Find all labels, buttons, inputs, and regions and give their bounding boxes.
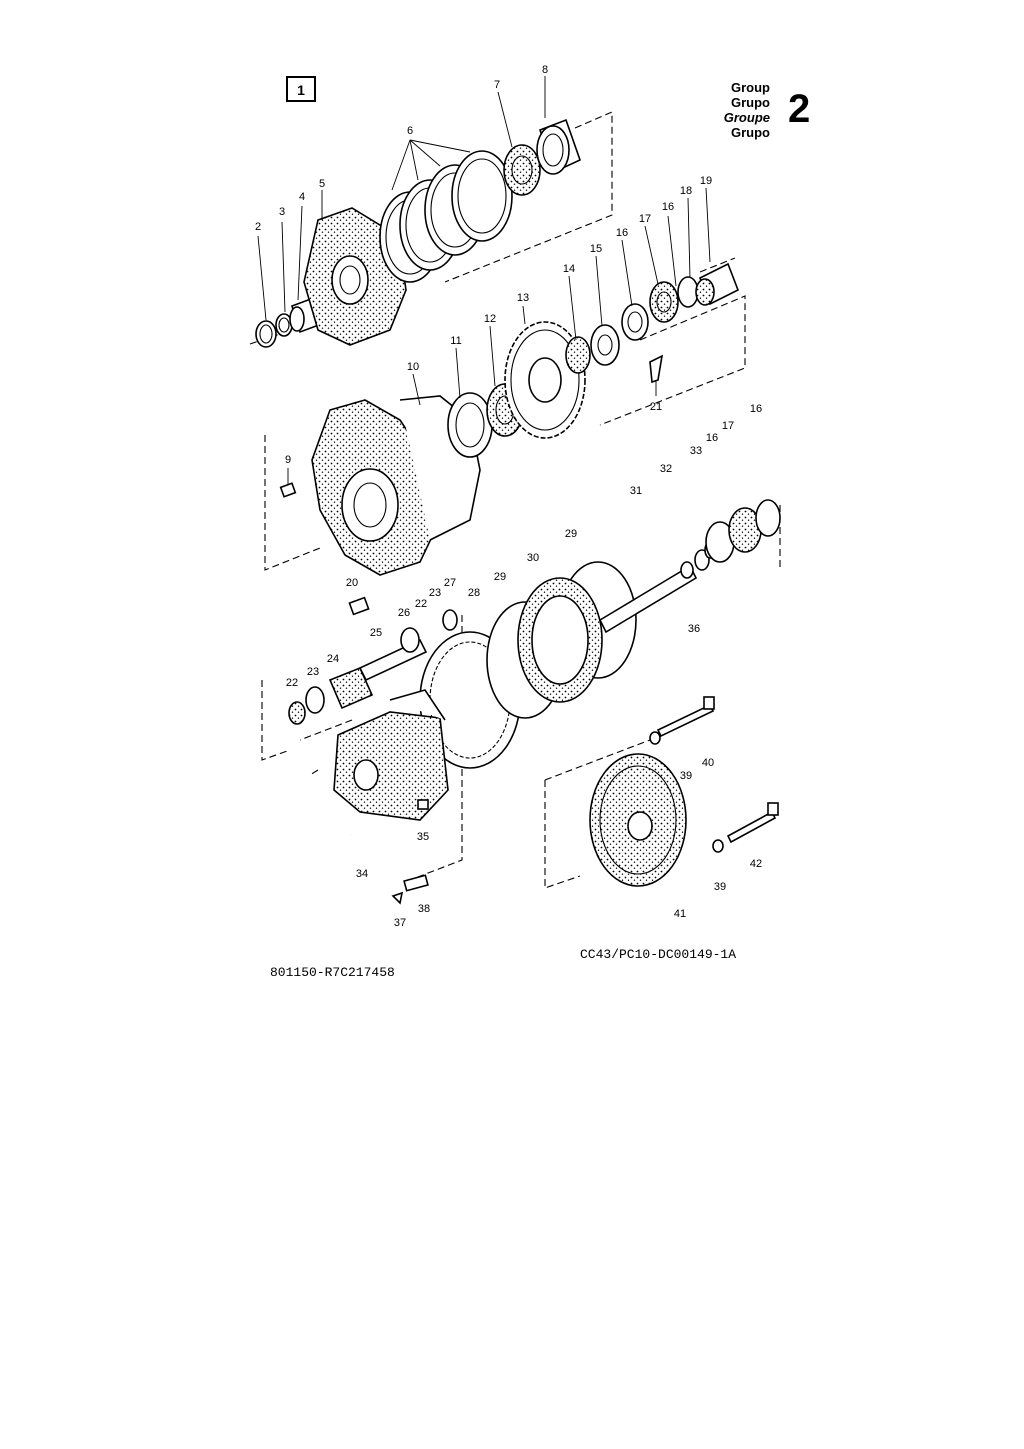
part-18-washer bbox=[677, 276, 699, 308]
part-37-screw bbox=[391, 891, 404, 905]
part-11-ring bbox=[447, 392, 493, 458]
callout-35: 35 bbox=[417, 831, 429, 843]
callout-41: 41 bbox=[674, 908, 686, 920]
callout-13: 13 bbox=[517, 292, 529, 304]
part-27-clip bbox=[442, 609, 458, 631]
callout-16-a: 16 bbox=[616, 227, 628, 239]
callout-2: 2 bbox=[255, 221, 261, 233]
part-10-housing bbox=[311, 395, 481, 576]
callout-23-b: 23 bbox=[429, 587, 441, 599]
callout-8: 8 bbox=[542, 64, 548, 76]
callout-22-b: 22 bbox=[415, 598, 427, 610]
callout-32: 32 bbox=[660, 463, 672, 475]
callout-29-b: 29 bbox=[565, 528, 577, 540]
callout-6: 6 bbox=[407, 125, 413, 137]
part-8-ring-cup bbox=[536, 118, 581, 175]
callout-20: 20 bbox=[346, 577, 358, 589]
group-word-es: Grupo bbox=[731, 95, 770, 110]
part-26-spacer bbox=[400, 627, 420, 653]
callout-40: 40 bbox=[702, 757, 714, 769]
part-17-bearing bbox=[649, 281, 679, 323]
part-24-pinion bbox=[328, 666, 374, 710]
drawing-reference-right: CC43/PC10-DC00149-1A bbox=[580, 947, 736, 962]
callout-31: 31 bbox=[630, 485, 642, 497]
part-9-plug bbox=[279, 482, 297, 498]
callout-27: 27 bbox=[444, 577, 456, 589]
callout-29-a: 29 bbox=[494, 571, 506, 583]
part-19-pinion bbox=[695, 262, 740, 306]
part-6-disc-rings bbox=[379, 150, 513, 283]
callout-39-a: 39 bbox=[680, 770, 692, 782]
part-20-pin bbox=[348, 596, 370, 616]
part-39-washers bbox=[649, 731, 724, 853]
part-30-clutch-disc bbox=[517, 577, 603, 703]
part-23-washer bbox=[305, 686, 325, 714]
callout-34: 34 bbox=[356, 868, 368, 880]
group-word-fr: Groupe bbox=[724, 110, 770, 125]
part-40-bolt bbox=[656, 696, 715, 738]
group-word-en: Group bbox=[731, 80, 770, 95]
callout-26-label-25: 25 bbox=[370, 627, 382, 639]
part-13-ring-gear bbox=[504, 321, 586, 439]
group-word-pt: Grupo bbox=[731, 125, 770, 140]
callout-3: 3 bbox=[279, 206, 285, 218]
callout-23-a: 23 bbox=[307, 666, 319, 678]
illustration-number: 1 bbox=[297, 82, 305, 98]
callout-10: 10 bbox=[407, 361, 419, 373]
callout-labels: 2 3 4 5 6 7 8 9 10 11 12 13 14 15 16 16 … bbox=[255, 64, 762, 929]
callout-4: 4 bbox=[299, 191, 305, 203]
part-41-cover bbox=[589, 753, 687, 887]
part-31-shaft bbox=[598, 564, 698, 634]
part-16-washer bbox=[621, 303, 649, 341]
callout-16-b: 16 bbox=[662, 201, 674, 213]
callout-15: 15 bbox=[590, 243, 602, 255]
part-32-ring bbox=[680, 561, 694, 579]
leader-lines bbox=[257, 76, 711, 484]
callout-21: 21 bbox=[650, 401, 662, 413]
part-34-carrier-block bbox=[333, 689, 449, 821]
callout-14: 14 bbox=[563, 263, 575, 275]
callout-12: 12 bbox=[484, 313, 496, 325]
callout-37: 37 bbox=[394, 917, 406, 929]
drawing-reference-left: 801150-R7C217458 bbox=[270, 965, 395, 980]
group-number: 2 bbox=[788, 87, 810, 131]
callout-19: 19 bbox=[700, 175, 712, 187]
part-38-lock-plate bbox=[403, 874, 429, 892]
part-14-carrier bbox=[565, 336, 591, 374]
callout-36: 36 bbox=[688, 623, 700, 635]
callout-30: 30 bbox=[527, 552, 539, 564]
dash-outline-middle bbox=[264, 257, 746, 571]
callout-24: 24 bbox=[327, 653, 339, 665]
callout-9: 9 bbox=[285, 454, 291, 466]
part-3-ring bbox=[275, 313, 293, 337]
part-35-pin bbox=[417, 799, 429, 810]
callout-39-b: 39 bbox=[714, 881, 726, 893]
illustration-number-box: 1 bbox=[286, 76, 316, 102]
callout-18: 18 bbox=[680, 185, 692, 197]
part-22-nut bbox=[288, 701, 306, 725]
part-21-bolt bbox=[649, 354, 664, 384]
part-2-snap-ring bbox=[255, 320, 277, 348]
callout-26: 26 bbox=[398, 607, 410, 619]
part-7-bearing bbox=[503, 144, 541, 196]
part-16-17-bearing-set-lower bbox=[705, 499, 781, 563]
callout-7: 7 bbox=[494, 79, 500, 91]
callout-28: 28 bbox=[468, 587, 480, 599]
part-42-bolt bbox=[726, 802, 779, 844]
callout-17-b: 17 bbox=[722, 420, 734, 432]
callout-42: 42 bbox=[750, 858, 762, 870]
callout-38: 38 bbox=[418, 903, 430, 915]
part-15-washer bbox=[590, 324, 620, 366]
callout-11: 11 bbox=[450, 335, 461, 347]
dash-outline-cover bbox=[544, 739, 651, 889]
callout-22-a: 22 bbox=[286, 677, 298, 689]
callout-17-a: 17 bbox=[639, 213, 651, 225]
callout-16-d: 16 bbox=[750, 403, 762, 415]
callout-33: 33 bbox=[690, 445, 702, 457]
group-header: Group Grupo Groupe Grupo 2 bbox=[724, 80, 810, 140]
callout-5: 5 bbox=[319, 178, 325, 190]
callout-16-c: 16 bbox=[706, 432, 718, 444]
